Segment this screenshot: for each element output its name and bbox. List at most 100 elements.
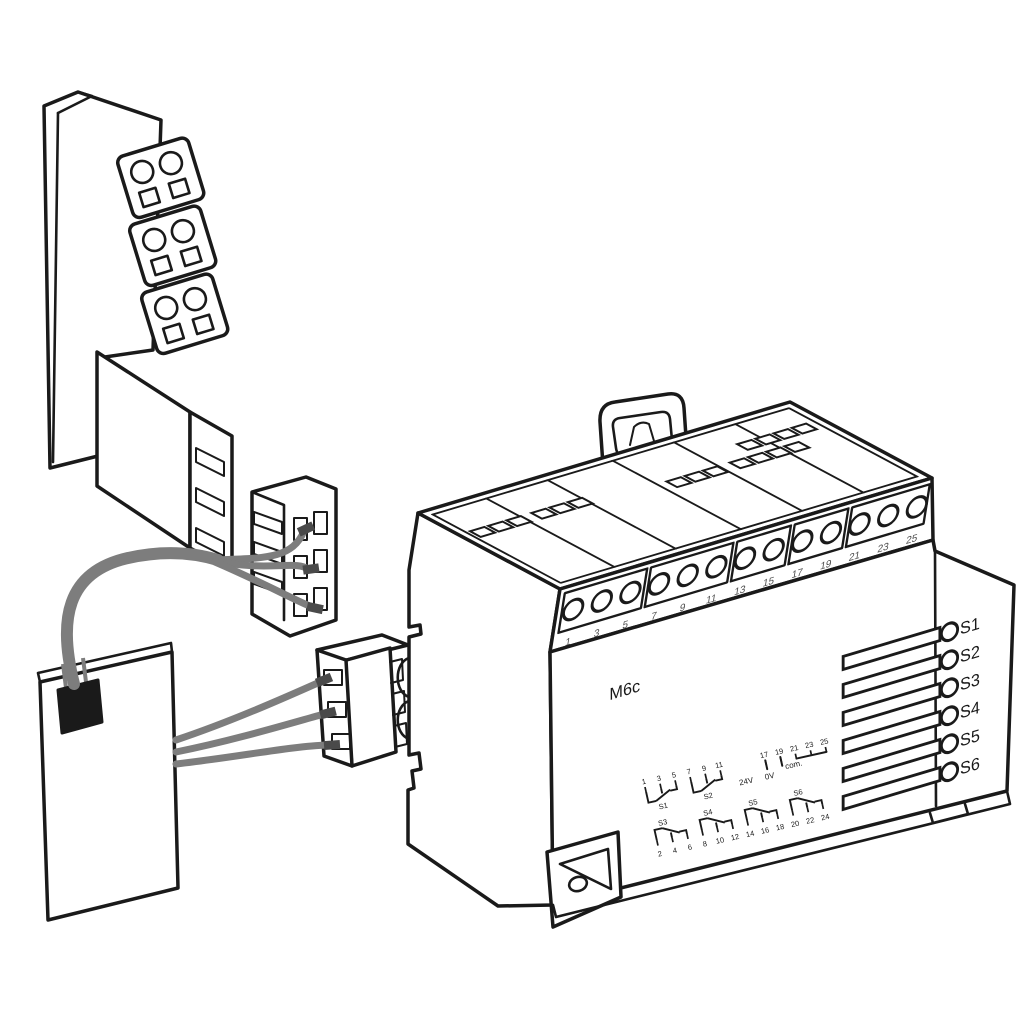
plate-top-facet <box>56 90 94 115</box>
wire <box>172 678 324 744</box>
terminal-hole <box>791 529 814 553</box>
screw-hole <box>182 286 208 312</box>
schematic-switch-label: S6 <box>793 787 804 798</box>
bottom-rim <box>551 789 1012 919</box>
terminal-number: 9 <box>679 601 687 615</box>
terminal-block <box>127 204 218 288</box>
wire <box>172 710 328 756</box>
indicator-led <box>939 761 960 783</box>
test-hole <box>682 470 713 483</box>
indicator-slot <box>841 681 942 728</box>
terminal-group-box <box>557 567 649 635</box>
channel-label: S1 <box>960 614 980 639</box>
channel-label: S5 <box>960 726 980 751</box>
terminal-group-box <box>643 541 735 609</box>
test-hole <box>485 520 516 533</box>
common-bus-line <box>795 750 828 760</box>
schematic-terminal-number: 25 <box>819 736 829 747</box>
schematic-tick <box>824 746 828 753</box>
terminal-hole <box>905 495 929 519</box>
schematic-switch <box>653 827 688 841</box>
schematic-terminal-number: 4 <box>672 846 678 856</box>
schematic-tick <box>806 807 810 813</box>
test-hole <box>781 440 812 454</box>
schematic-tick <box>701 830 704 836</box>
schematic-tick <box>761 817 765 823</box>
schematic-terminal-number: 18 <box>775 822 785 833</box>
test-hole <box>734 438 765 451</box>
clip-latch <box>629 421 655 446</box>
schematic-terminal-number: 2 <box>657 849 663 859</box>
wire-slot <box>167 177 191 200</box>
electronic-card <box>36 641 180 922</box>
module-top-face <box>416 400 934 591</box>
terminal-hole <box>705 554 728 579</box>
schematic-tick <box>704 773 708 779</box>
wire-tip <box>296 521 316 537</box>
terminal-block-body <box>127 204 218 288</box>
terminal-number: 5 <box>622 618 630 632</box>
channel-label: S6 <box>960 754 980 779</box>
wire-bundle <box>60 527 332 768</box>
schematic-terminal-number: 19 <box>774 746 784 757</box>
wire-tip <box>302 563 320 575</box>
wire <box>172 741 332 768</box>
schematic-tick <box>731 823 734 830</box>
terminal-hole <box>619 580 642 605</box>
schematic-terminal-number: 9 <box>701 763 707 773</box>
schematic-tick <box>779 756 783 763</box>
indicator-led <box>939 705 960 727</box>
socket-bracket <box>95 350 234 572</box>
schematic-tick <box>794 753 798 759</box>
schematic-terminal-number: 10 <box>715 835 725 846</box>
terminal-hole <box>676 563 699 588</box>
schematic-switch-label: S2 <box>703 791 714 802</box>
schematic-terminal-number: 17 <box>759 750 769 761</box>
schematic-tick <box>689 776 693 783</box>
schematic-tick <box>716 827 719 833</box>
schematic-terminal-number: 24 <box>820 812 830 823</box>
terminal-hole <box>848 512 871 536</box>
indicator-led <box>939 677 960 699</box>
indicator-slot <box>841 625 942 672</box>
terminal-block-body <box>115 136 206 220</box>
terminal-block-body <box>139 272 230 356</box>
terminal-hole <box>647 572 671 596</box>
connector-upper-edge <box>250 490 286 622</box>
schematic-tick <box>821 803 825 810</box>
terminal-hole <box>561 597 585 622</box>
screw-hole <box>153 295 179 321</box>
terminal-block <box>139 272 230 356</box>
test-hole <box>467 525 498 539</box>
indicator-led <box>939 621 960 643</box>
schematic-terminal-number: 1 <box>641 777 647 787</box>
schematic-tick <box>719 770 723 776</box>
terminal-number: 3 <box>593 627 601 641</box>
latch-tab <box>393 722 408 748</box>
schematic-terminal-number: 8 <box>702 839 708 849</box>
schematic-terminal-number: 7 <box>686 767 692 777</box>
test-hole <box>565 496 596 509</box>
wire-slot <box>137 186 162 209</box>
terminal-number: 1 <box>564 635 572 649</box>
bracket-slot <box>195 447 225 477</box>
bracket-slot <box>195 527 225 557</box>
schematic-terminal-number: 20 <box>790 819 800 830</box>
schematic-switch <box>645 785 679 804</box>
schematic-supply-label: 0V <box>764 771 776 782</box>
card-connector <box>56 657 104 735</box>
schematic-switch-label: S1 <box>658 801 669 812</box>
contact-slot <box>313 511 328 535</box>
schematic-terminal-number: 14 <box>745 829 755 840</box>
terminal-hole <box>733 546 757 571</box>
terminal-hole <box>819 520 843 545</box>
wire-tip <box>323 739 341 751</box>
wire-slot <box>161 322 186 345</box>
connector-tooth <box>253 511 283 535</box>
schematic-supply-label: com. <box>784 759 803 772</box>
wire <box>211 527 308 564</box>
indicator-led <box>939 649 960 671</box>
bracket-slot <box>195 487 225 517</box>
latch-tab <box>389 658 404 684</box>
schematic-terminal-number: 22 <box>805 815 815 826</box>
